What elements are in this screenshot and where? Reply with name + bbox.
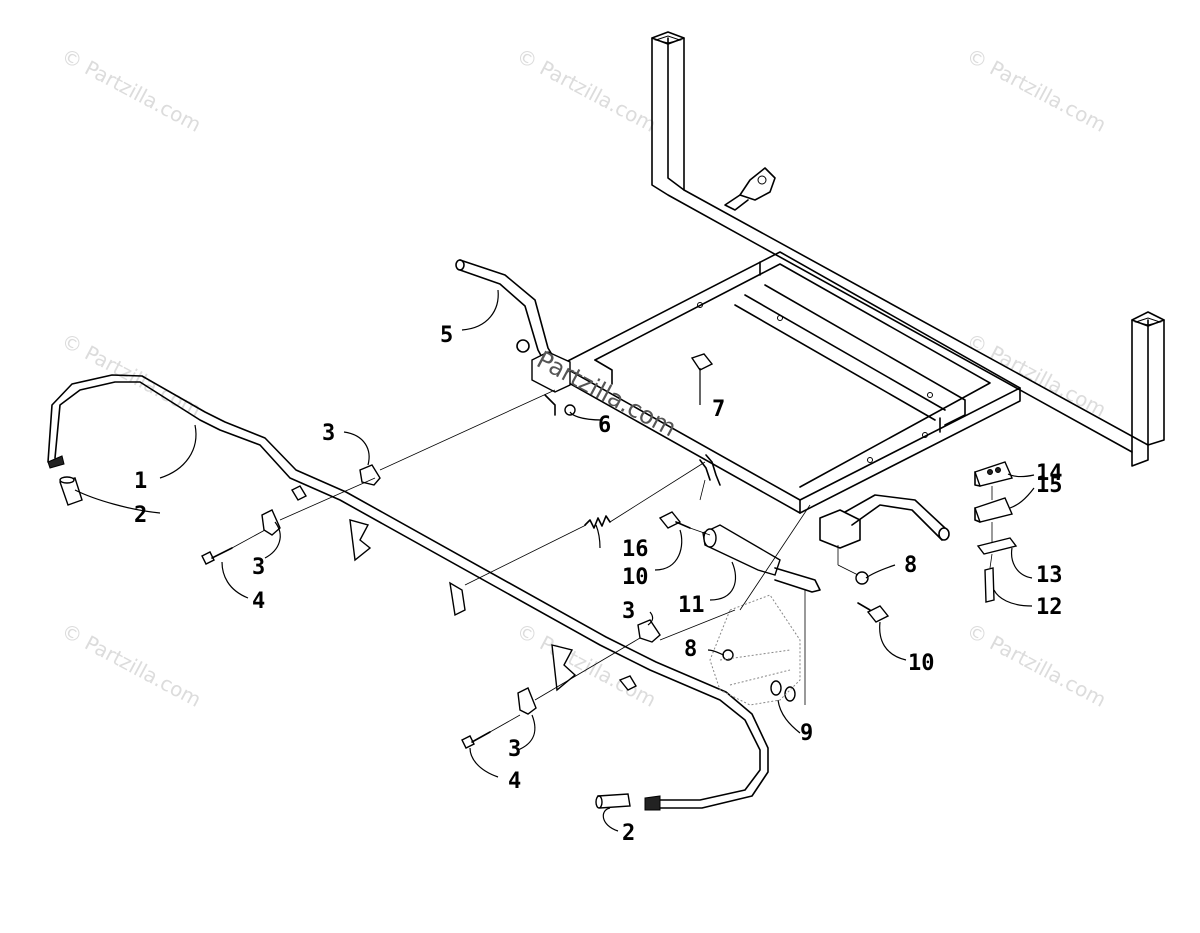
latch-parts: [974, 461, 1018, 603]
callout-13[interactable]: 13: [1036, 563, 1063, 588]
clamps: [261, 464, 661, 715]
callout-11[interactable]: 11: [678, 593, 705, 618]
callout-numbers: 1 2 2 3 3 3 3 4 4 5 6 7 8 8 9 10 10 11 1…: [134, 323, 1063, 846]
fasteners: [564, 353, 869, 702]
callout-6[interactable]: 6: [598, 413, 611, 438]
main-frame: [559, 251, 1021, 514]
guide-lines: [231, 389, 993, 733]
watermark: © Partzilla.com: [963, 328, 1111, 422]
callout-9[interactable]: 9: [800, 721, 813, 746]
callout-leaders: [74, 289, 1035, 832]
mounting-bracket-ghost: [709, 594, 801, 706]
watermark: © Partzilla.com: [963, 43, 1111, 137]
gas-strut: [658, 511, 890, 623]
callout-2[interactable]: 2: [134, 503, 147, 528]
callout-4[interactable]: 4: [252, 589, 265, 614]
callout-4[interactable]: 4: [508, 769, 521, 794]
callout-14[interactable]: 14: [1036, 461, 1063, 486]
callout-10[interactable]: 10: [908, 651, 935, 676]
watermark: © Partzilla.com: [963, 618, 1111, 712]
bumper-bar: [47, 374, 769, 811]
callout-15[interactable]: 15: [1036, 473, 1063, 498]
callout-3[interactable]: 3: [322, 421, 335, 446]
handle-bar: [455, 259, 950, 549]
watermark: © Partzilla.com: [58, 618, 206, 712]
callout-3[interactable]: 3: [508, 737, 521, 762]
callout-10[interactable]: 10: [622, 565, 649, 590]
bolts: [201, 547, 491, 749]
watermark: © Partzilla.com: [513, 43, 661, 137]
watermark: © Partzilla.com: [513, 618, 661, 712]
callout-8[interactable]: 8: [684, 637, 697, 662]
grip-ends: [59, 476, 631, 809]
spring: [584, 454, 721, 529]
watermark: © Partzilla.com: [58, 43, 206, 137]
callout-2[interactable]: 2: [622, 821, 635, 846]
callout-1[interactable]: 1: [134, 469, 147, 494]
callout-3[interactable]: 3: [622, 599, 635, 624]
callout-7[interactable]: 7: [712, 397, 725, 422]
callout-8[interactable]: 8: [904, 553, 917, 578]
rear-rack-frame: [651, 31, 1165, 467]
callout-12[interactable]: 12: [1036, 595, 1063, 620]
callout-5[interactable]: 5: [440, 323, 453, 348]
callout-3[interactable]: 3: [252, 555, 265, 580]
callout-16[interactable]: 16: [622, 537, 649, 562]
